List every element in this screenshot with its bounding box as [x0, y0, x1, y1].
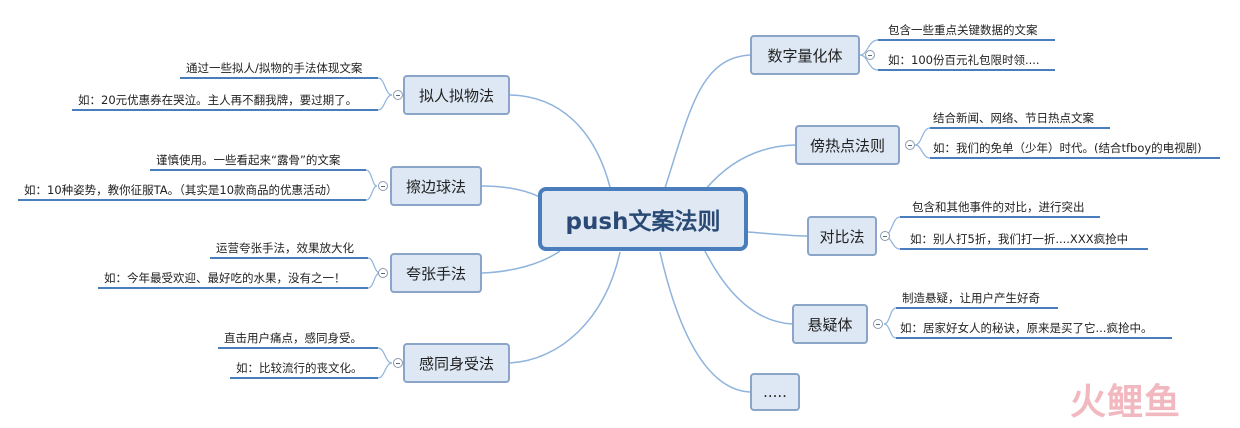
leaf-connector: [377, 77, 393, 96]
leaf-text: 包含一些重点关键数据的文案: [888, 23, 1038, 37]
leaf-text: 如：别人打5折，我们打一折....XXX疯抢中: [910, 232, 1129, 246]
leaf-text: 制造悬疑，让用户产生好奇: [902, 291, 1040, 305]
leaf-connector: [377, 362, 393, 379]
leaf-text: 如：居家好女人的秘诀，原来是买了它...疯抢中。: [900, 321, 1153, 335]
branch-more[interactable]: .....: [750, 373, 800, 411]
leaf-text: 直击用户痛点，感同身受。: [224, 331, 362, 345]
branch-comparison[interactable]: 对比法: [807, 216, 877, 256]
central-topic[interactable]: push文案法则: [538, 187, 748, 251]
connector-curve: [509, 94, 611, 188]
branch-borderline[interactable]: 擦边球法: [390, 166, 482, 206]
leaf-text: 如：100份百元礼包限时领....: [888, 53, 1040, 67]
leaf-connector: [859, 39, 879, 56]
leaf-text: 通过一些拟人/拟物的手法体现文案: [186, 61, 363, 75]
leaf-text: 如：比较流行的丧文化。: [236, 361, 363, 375]
leaf-text: 包含和其他事件的对比，进行突出: [912, 200, 1085, 214]
leaf-connector: [883, 307, 897, 325]
collapse-toggle-icon[interactable]: [378, 268, 388, 278]
leaf-text: 如：10种姿势，教你征服TA。（其实是10款商品的优惠活动）: [24, 183, 338, 197]
leaf-connector: [377, 347, 393, 364]
leaf-connector: [365, 185, 378, 201]
collapse-toggle-icon[interactable]: [905, 140, 915, 150]
connector-curve: [704, 250, 793, 325]
collapse-toggle-icon[interactable]: [393, 90, 403, 100]
leaf-connector: [914, 127, 931, 146]
branch-number-quantification[interactable]: 数字量化体: [750, 35, 860, 75]
collapse-toggle-icon[interactable]: [865, 50, 875, 60]
collapse-toggle-icon[interactable]: [880, 231, 890, 241]
leaf-connector: [859, 54, 879, 71]
branch-suspense[interactable]: 悬疑体: [792, 304, 868, 344]
collapse-toggle-icon[interactable]: [393, 358, 403, 368]
leaf-text: 如：20元优惠券在哭泣。主人再不翻我牌，要过期了。: [78, 93, 358, 107]
leaf-text: 谨慎使用。一些看起来“露骨”的文案: [156, 153, 341, 167]
leaf-text: 如：我们的免单（少年）时代。(结合tfboy的电视剧): [933, 141, 1202, 155]
connector-curve: [664, 54, 751, 189]
leaf-text: 运营夸张手法，效果放大化: [216, 241, 354, 255]
collapse-toggle-icon[interactable]: [873, 319, 883, 329]
connector-curve: [481, 250, 561, 274]
leaf-connector: [883, 323, 897, 339]
leaf-text: 如：今年最受欢迎、最好吃的水果，没有之一！: [104, 271, 346, 285]
connector-curve: [704, 144, 796, 191]
branch-exaggeration[interactable]: 夸张手法: [390, 253, 482, 293]
leaf-connector: [365, 169, 378, 187]
leaf-connector: [377, 94, 393, 111]
branch-empathy[interactable]: 感同身受法: [403, 343, 510, 383]
leaf-text: 结合新闻、网络、节日热点文案: [933, 111, 1094, 125]
connector-curve: [747, 231, 808, 237]
connector-curve: [659, 251, 751, 393]
branch-trending-topic[interactable]: 傍热点法则: [795, 125, 900, 165]
branch-personification[interactable]: 拟人拟物法: [403, 75, 510, 115]
brand-watermark: 火鲤鱼: [1070, 382, 1182, 423]
leaf-connector: [914, 144, 931, 159]
connector-curve: [509, 251, 621, 364]
collapse-toggle-icon[interactable]: [378, 181, 388, 191]
connector-curve: [481, 185, 541, 198]
